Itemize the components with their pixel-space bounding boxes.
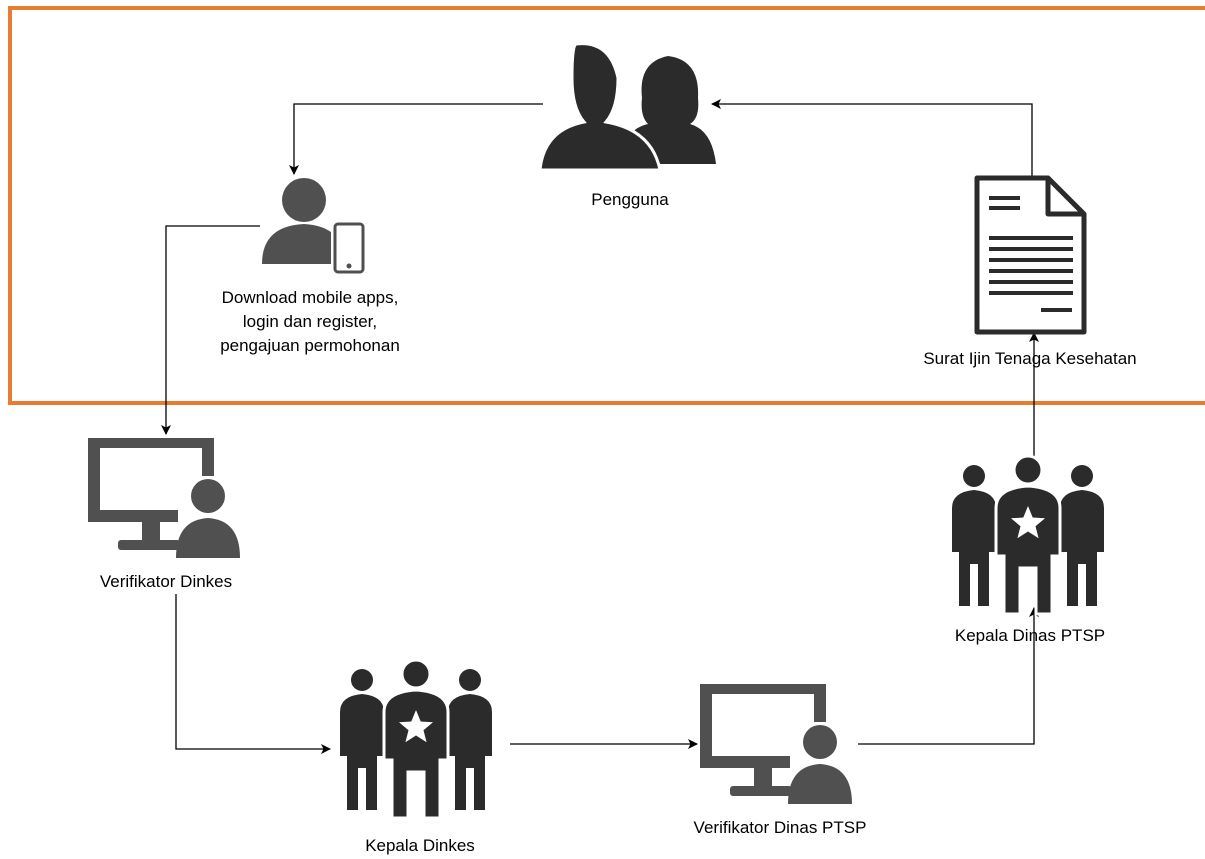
executive-group-icon: [950, 454, 1106, 616]
monitor-user-icon: [700, 684, 852, 804]
download-label-line-3: pengajuan permohonan: [220, 336, 400, 355]
verifikator-ptsp-label: Verifikator Dinas PTSP: [693, 818, 867, 837]
arrow-download-to-verifikator: [161, 225, 260, 435]
verifikator-dinkes-label: Verifikator Dinkes: [99, 572, 233, 591]
connectors: [161, 99, 1039, 754]
monitor-user-icon: [88, 438, 240, 558]
document-icon: [974, 175, 1087, 335]
user-group-icon: [538, 42, 716, 172]
download-label-line-2: login dan register,: [242, 312, 378, 331]
kepala-ptsp-label: Kepala Dinas PTSP: [954, 626, 1106, 645]
download-label-line-1: Download mobile apps,: [221, 288, 399, 307]
surat-label: Surat Ijin Tenaga Kesehatan: [923, 349, 1137, 368]
pengguna-label: Pengguna: [591, 190, 669, 209]
download-label: Download mobile apps, login dan register…: [180, 286, 440, 358]
mobile-area-frame: [8, 6, 1205, 405]
arrow-surat-to-pengguna: [711, 99, 1033, 176]
arrow-verifikator-to-kepala-dinkes: [175, 594, 331, 754]
kepala-dinkes-label: Kepala Dinkes: [365, 836, 475, 855]
mobile-user-icon: [262, 178, 367, 276]
executive-group-icon: [338, 658, 494, 820]
arrow-verifikator-ptsp-to-kepala-ptsp: [858, 607, 1039, 745]
arrow-pengguna-to-download: [289, 103, 543, 175]
